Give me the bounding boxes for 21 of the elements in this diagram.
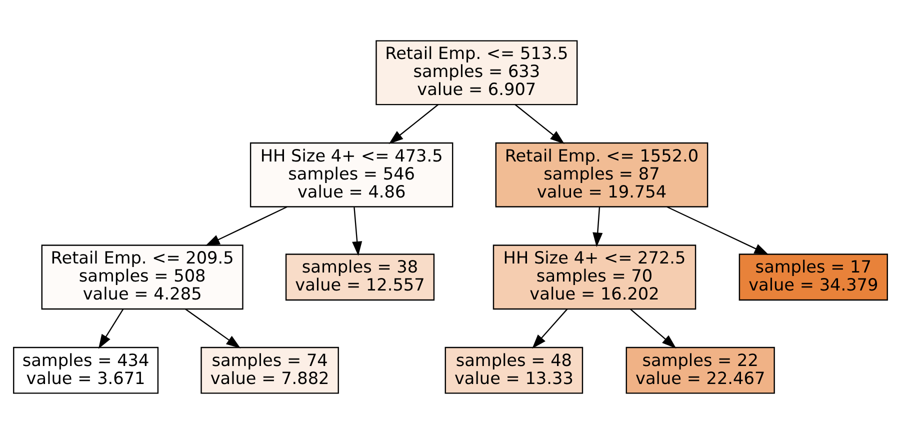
node-box: samples = 74 value = 7.882 (200, 346, 339, 394)
node-box: Retail Emp. <= 209.5 samples = 508 value = 4.285 (41, 244, 244, 310)
node-box: samples = 38 value = 12.557 (285, 254, 435, 301)
node-box: samples = 22 value = 22.467 (626, 346, 775, 394)
node-box: Retail Emp. <= 1552.0 samples = 87 value = 19.754 (495, 142, 708, 208)
node-box: samples = 17 value = 34.379 (738, 254, 888, 301)
arrow (666, 206, 769, 255)
node-box: Retail Emp. <= 513.5 samples = 633 value = 6.907 (376, 40, 578, 106)
arrow (630, 308, 676, 348)
arrow (352, 207, 362, 256)
arrow (388, 104, 438, 144)
arrow (98, 308, 124, 349)
arrow (185, 308, 241, 348)
arrow (205, 206, 288, 246)
node-box: HH Size 4+ <= 473.5 samples = 546 value = 4.86 (250, 142, 454, 208)
arrow (592, 207, 603, 248)
node-box: samples = 434 value = 3.671 (13, 346, 159, 394)
arrow (532, 308, 568, 349)
arrow (514, 104, 565, 144)
node-box: HH Size 4+ <= 272.5 samples = 70 value = 16.202 (492, 244, 696, 310)
node-box: samples = 48 value = 13.33 (444, 346, 584, 394)
